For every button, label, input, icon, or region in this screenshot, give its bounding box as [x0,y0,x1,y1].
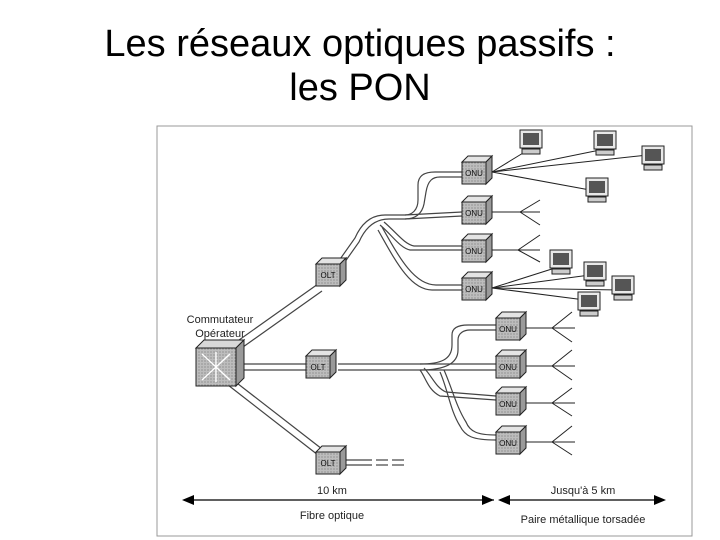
switch-label-line-2: Opérateur [195,328,245,340]
onu-label: ONU [465,247,483,256]
title-line-1: Les réseaux optiques passifs : [104,23,616,65]
copper-medium-label: Paire métallique torsadée [521,514,646,526]
onu-label: ONU [499,325,517,334]
switch-label-line-1: Commutateur [187,314,254,326]
pc-icon [585,177,609,203]
fiber-dashed-extension [376,459,404,466]
onu-label: ONU [499,439,517,448]
operator-switch [194,338,246,388]
fiber-switch-olt-top-b [235,290,323,353]
pc-group-top [519,129,665,203]
pc-icon [593,130,617,156]
pc-icon [611,275,635,301]
olt-label: OLT [311,363,326,372]
onu-7: ONU [494,385,528,417]
olt-top: OLT [314,256,348,288]
pc-icon [641,145,665,171]
onu-label: ONU [499,400,517,409]
pc-icon [519,129,543,155]
onu-3: ONU [460,232,494,264]
fiber-switch-olt-top [231,283,319,346]
onu-8: ONU [494,424,528,456]
onu-6: ONU [494,348,528,380]
fiber-switch-olt-bottom-b [232,379,323,450]
pc-icon [549,249,573,275]
pc-icon [583,261,607,287]
switch-arrows-icon [201,352,231,382]
onu-1: ONU [460,154,494,186]
onu-label: ONU [465,209,483,218]
slide-title: Les réseaux optiques passifs : les PON [0,22,720,110]
olt-bottom: OLT [314,444,348,476]
fiber-cables [227,171,497,466]
pc-group-bottom [549,249,635,317]
fiber-distance-label: 10 km [317,485,347,497]
olt-label: OLT [321,459,336,468]
copper-drops [491,149,649,456]
onu-2: ONU [460,194,494,226]
onu-label: ONU [465,285,483,294]
onu-label: ONU [465,169,483,178]
onu-label: ONU [499,363,517,372]
distance-arrows [182,495,666,505]
fiber-medium-label: Fibre optique [300,510,364,522]
olt-middle: OLT [304,348,338,380]
title-line-2: les PON [289,67,431,109]
pc-icon [577,291,601,317]
onu-4: ONU [460,270,494,302]
onu-5: ONU [494,310,528,342]
olt-label: OLT [321,271,336,280]
fiber-switch-olt-bottom [227,384,319,456]
copper-distance-label: Jusqu'à 5 km [551,485,615,497]
